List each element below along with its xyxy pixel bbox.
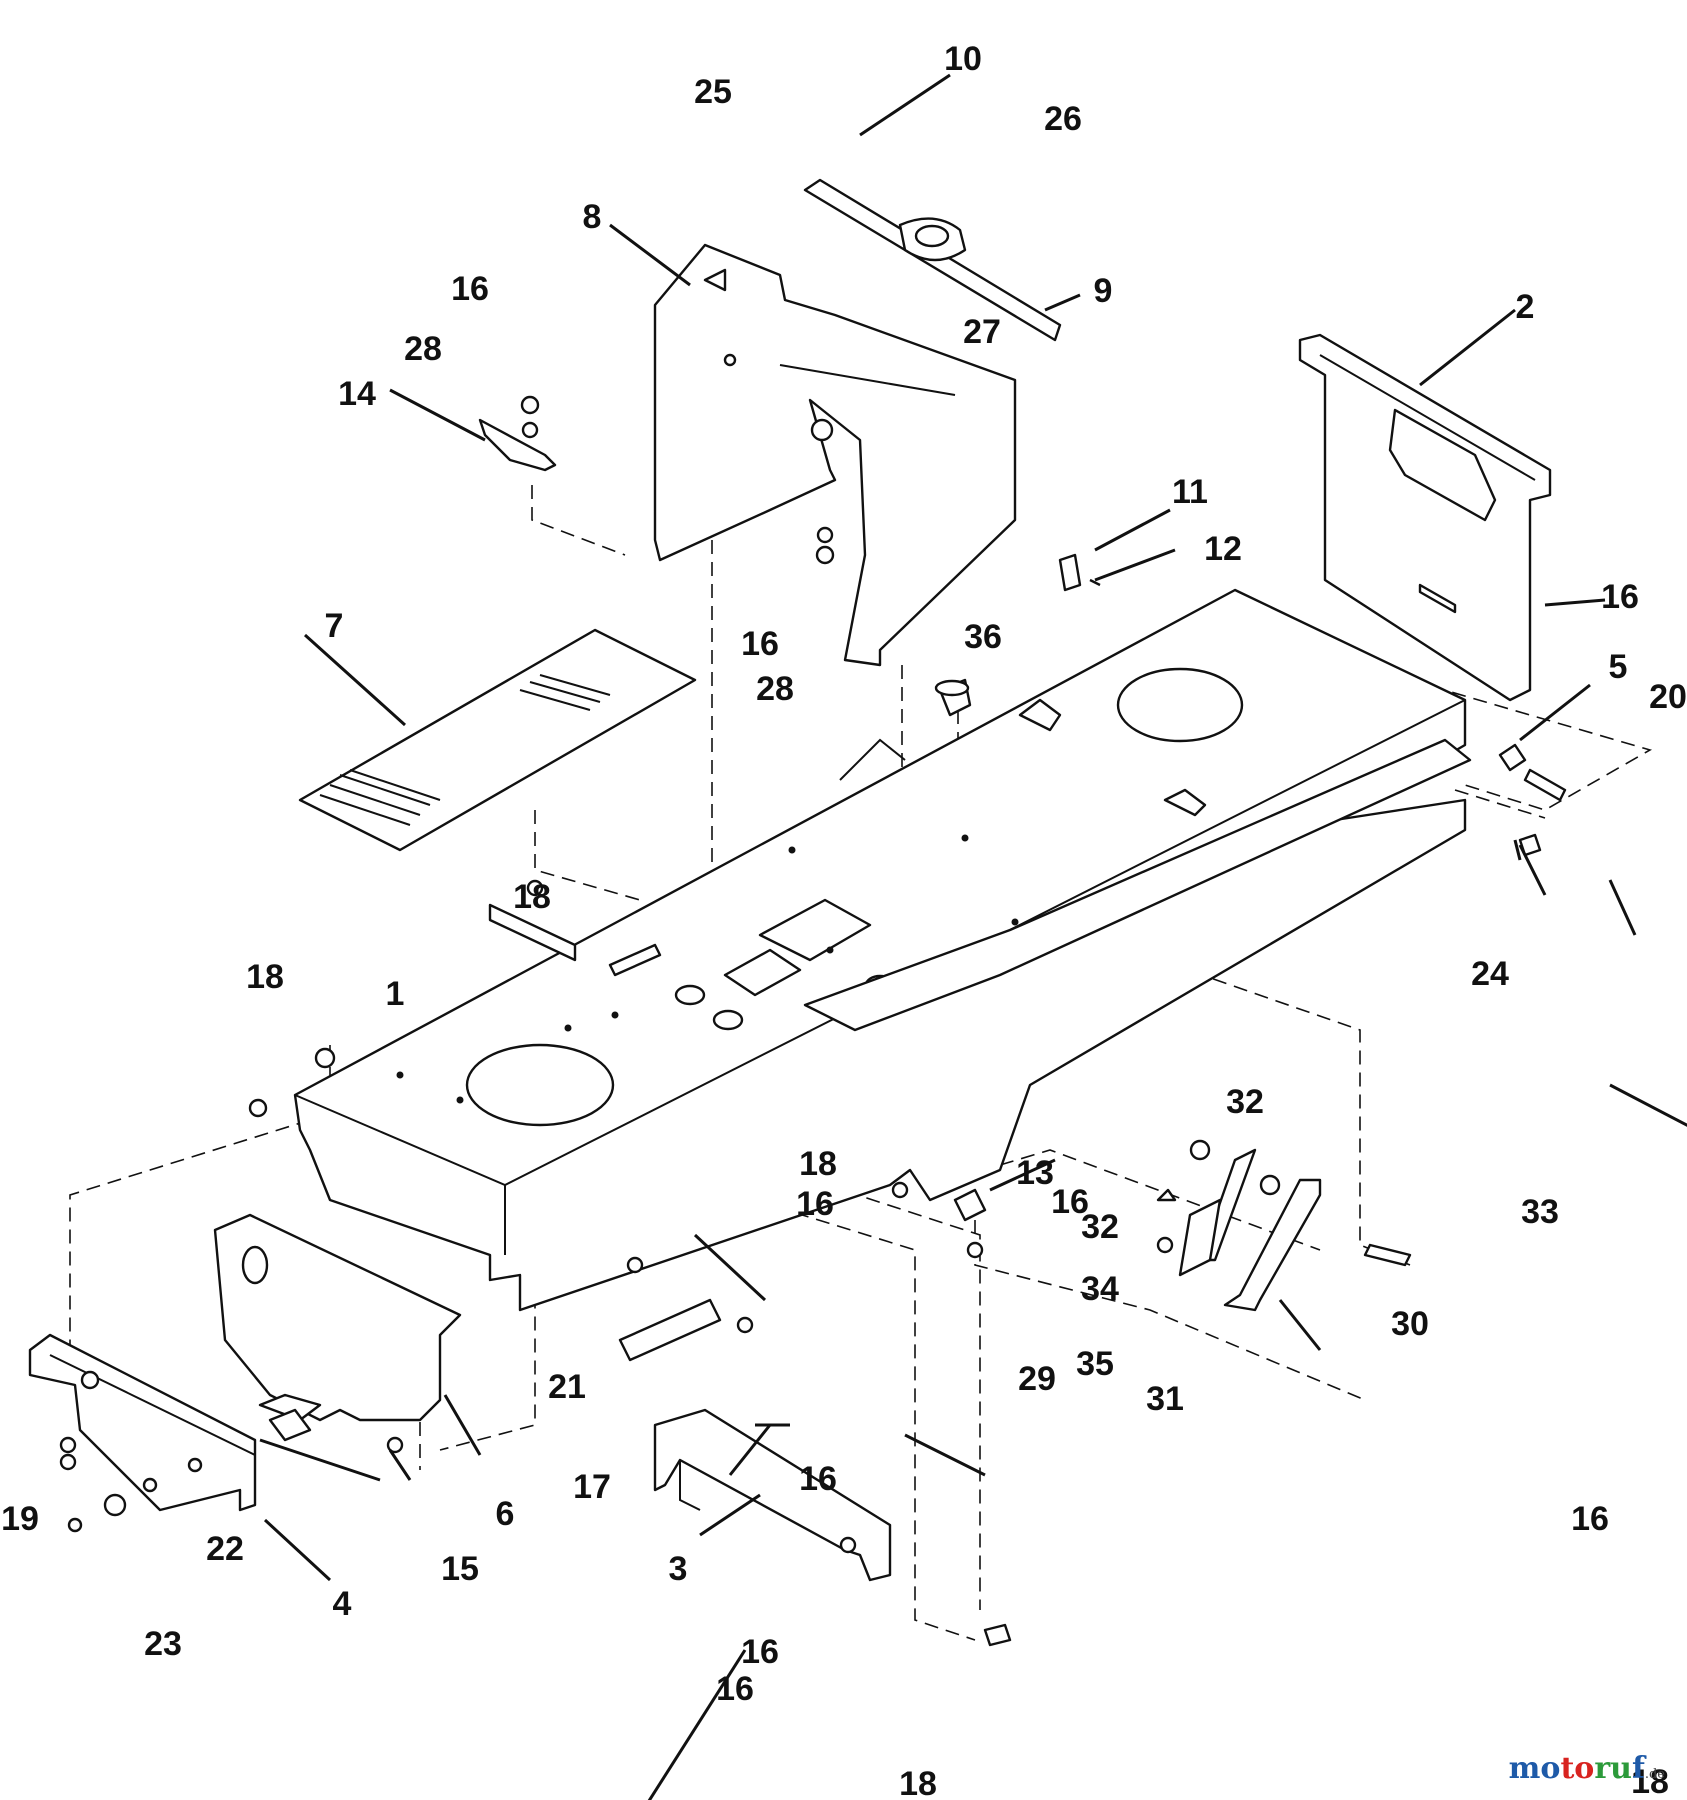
callout-26-label: 26 [1044, 100, 1082, 138]
callout-22-label: 22 [206, 1530, 244, 1568]
callout-2-label: 2 [1516, 288, 1535, 326]
callout-18-label: 18 [1631, 1763, 1669, 1800]
lower-bracket [653, 1408, 892, 1582]
callout-18-label: 18 [513, 878, 551, 916]
callout-14-label: 14 [338, 375, 376, 413]
callout-25-label: 25 [694, 73, 732, 111]
callout-5-label: 5 [1609, 648, 1628, 686]
callout-24-label: 24 [1471, 955, 1509, 993]
callout-8-label: 8 [583, 198, 602, 236]
callout-29-label: 29 [1018, 1360, 1056, 1398]
callout-9-label: 9 [1094, 272, 1113, 310]
callout-31-label: 31 [1146, 1380, 1184, 1418]
callout-34-label: 34 [1081, 1270, 1119, 1308]
callout-6-label: 6 [496, 1495, 515, 1533]
callout-16-label: 16 [796, 1185, 834, 1223]
callout-16-label: 16 [451, 270, 489, 308]
callout-15-label: 15 [441, 1550, 479, 1588]
callout-33-label: 33 [1521, 1193, 1559, 1231]
callout-16-label: 16 [716, 1670, 754, 1708]
callout-3-label: 3 [669, 1550, 688, 1588]
callout-19-label: 19 [1, 1500, 39, 1538]
callout-28-label: 28 [756, 670, 794, 708]
callout-12-label: 12 [1204, 530, 1242, 568]
callout-11-label: 11 [1172, 473, 1208, 511]
motoruf-watermark-logo: motoruf.de [1508, 1751, 1665, 1786]
callout-16-label: 16 [741, 625, 779, 663]
callout-30-label: 30 [1391, 1305, 1429, 1343]
floor-mat [298, 628, 697, 852]
callout-27-label: 27 [963, 313, 1001, 351]
front-cover [213, 1213, 462, 1422]
callout-17-label: 17 [573, 1468, 611, 1506]
callout-16-label: 16 [799, 1460, 837, 1498]
callout-18-label: 18 [246, 958, 284, 996]
callout-28-label: 28 [404, 330, 442, 368]
callout-10-label: 10 [944, 40, 982, 78]
callout-4-label: 4 [333, 1585, 352, 1623]
steering-plate [803, 178, 1062, 342]
callout-13-label: 13 [1016, 1154, 1054, 1192]
front-bracket [28, 1333, 257, 1512]
callout-36-label: 36 [964, 618, 1002, 656]
callout-7-label: 7 [325, 607, 344, 645]
callout-18-label: 18 [899, 1765, 937, 1800]
callout-21-label: 21 [548, 1368, 586, 1406]
main-frame [293, 588, 1472, 1312]
callout-16-label: 16 [1601, 578, 1639, 616]
hardware [59, 395, 1567, 1647]
callout-16-label: 16 [1051, 1183, 1089, 1221]
callout-32-label: 32 [1081, 1208, 1119, 1246]
callout-20-label: 20 [1649, 678, 1687, 716]
callout-32-label: 32 [1226, 1083, 1264, 1121]
callout-35-label: 35 [1076, 1345, 1114, 1383]
callout-16-label: 16 [1571, 1500, 1609, 1538]
callout-16-label: 16 [741, 1633, 779, 1671]
callout-1-label: 1 [386, 975, 405, 1013]
rear-panel [1298, 333, 1552, 702]
callout-leaders [259, 73, 1687, 1800]
callout-18-label: 18 [799, 1145, 837, 1183]
dash-support [653, 243, 1017, 667]
callout-23-label: 23 [144, 1625, 182, 1663]
